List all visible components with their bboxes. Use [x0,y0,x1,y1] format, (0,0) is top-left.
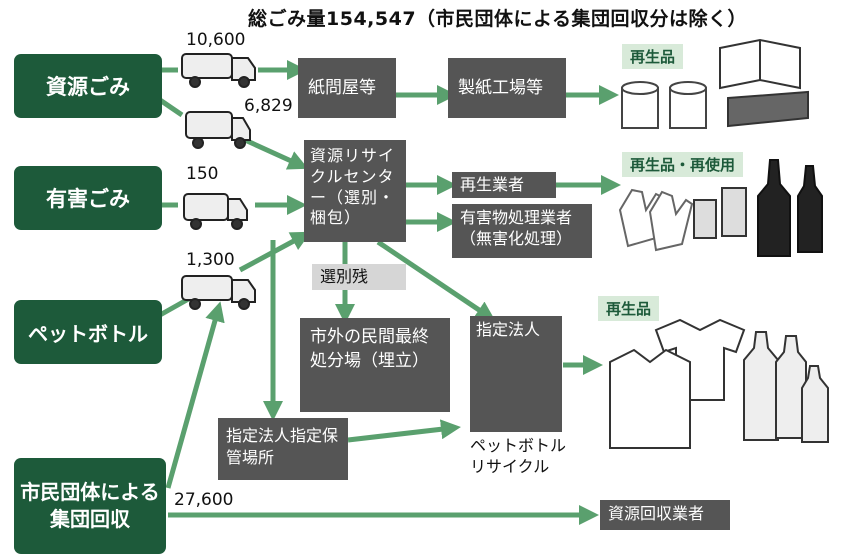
amount-label: 27,600 [174,490,234,510]
label-pet-recycle: ペットボトルリサイクル [470,436,567,476]
node-shigai-shobunjo: 市外の民間最終処分場（埋立） [300,318,450,412]
truck-icon-1 [181,53,256,88]
output-tag: 再生品 [622,44,684,69]
truck-icon-3 [183,193,248,230]
node-senbetsuzan: 選別残 [312,264,406,290]
paper-roll-icon [621,81,707,129]
arrow-shimin-to-truck4 [165,301,225,489]
node-recycle-center: 資源リサイクルセンター（選別・梱包） [304,140,406,242]
node-shitei-hokan: 指定法人指定保管場所 [218,418,348,480]
source-shigen-gomi: 資源ごみ [14,54,162,118]
pet-bottle-icon [743,331,829,443]
amount-label: 150 [186,164,219,184]
output-tag: 再生品・再使用 [622,152,744,177]
amount-label: 6,829 [244,96,293,116]
source-shimin-dantai: 市民団体による集団回収 [14,458,166,554]
arrow-center-to-shitei-hojin [376,239,496,322]
node-shigen-kaishu: 資源回収業者 [600,500,730,530]
shirt-icon [609,318,746,449]
source-pet-bottle: ペットボトル [14,300,162,364]
amount-label: 1,300 [186,250,235,270]
glove-icon [618,188,694,252]
truck-icon-4 [181,275,256,310]
book-icon [719,38,809,128]
source-yugai-gomi: 有害ごみ [14,166,162,230]
can-icon [693,187,747,239]
truck-icon-2 [185,111,251,149]
page-title: 総ごみ量154,547（市民団体による集団回収分は除く） [248,8,747,30]
node-saisei-gyosha: 再生業者 [452,172,556,198]
node-seishi-kojo: 製紙工場等 [448,58,566,118]
node-yugai-shori: 有害物処理業者（無害化処理） [452,204,592,258]
arrow-shigen-to-truck2 [158,97,184,118]
amount-label: 10,600 [186,30,246,50]
arrow-hokan-to-pet-recycle [347,419,461,443]
node-kamidonya: 紙問屋等 [298,58,396,118]
node-shitei-hojin: 指定法人 [470,316,562,432]
bottle-icon [757,159,823,257]
arrow-truck2-to-center [243,137,309,170]
output-tag: 再生品 [598,296,660,321]
